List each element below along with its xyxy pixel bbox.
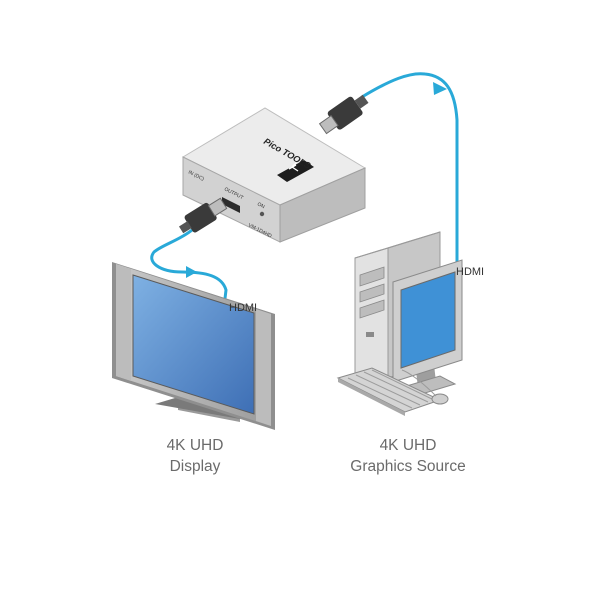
pc-monitor bbox=[392, 259, 463, 397]
source-caption-line-1: 4K UHD bbox=[379, 437, 437, 454]
drive-bay-2 bbox=[359, 283, 385, 303]
hdmi-plug-icon bbox=[318, 94, 369, 135]
pc-monitor-screen bbox=[400, 271, 456, 369]
output-port bbox=[222, 197, 240, 213]
drive-bay-3 bbox=[359, 299, 385, 319]
source-caption-line-2: Graphics Source bbox=[350, 458, 466, 475]
display-caption: 4K UHD Display bbox=[95, 435, 295, 477]
source-caption: 4K UHD Graphics Source bbox=[308, 435, 508, 477]
pico-tools-device: Pico TOOLS OUTPUT IN (DC) ON VM-1D4HD bbox=[181, 107, 367, 243]
display-caption-line-1: 4K UHD bbox=[166, 437, 224, 454]
mouse-cable bbox=[401, 369, 437, 397]
mouse-icon bbox=[431, 393, 449, 405]
drive-bay bbox=[359, 266, 385, 287]
hdmi-cable-label-right: HDMI bbox=[456, 266, 485, 278]
hdmi-cable-label-left: HDMI bbox=[229, 302, 258, 314]
flow-arrow-icon bbox=[433, 82, 447, 95]
display-monitor bbox=[112, 262, 275, 430]
flow-arrow-icon-3 bbox=[186, 266, 197, 278]
display-screen bbox=[132, 274, 255, 415]
led-label: ON bbox=[256, 201, 266, 210]
hdmi-plug-icon-2 bbox=[178, 197, 228, 234]
display-caption-line-2: Display bbox=[169, 458, 221, 475]
power-button-icon bbox=[366, 332, 374, 337]
kramer-logo-icon bbox=[277, 160, 314, 182]
power-led-icon bbox=[259, 211, 265, 217]
hdmi-cable-left bbox=[150, 228, 228, 308]
